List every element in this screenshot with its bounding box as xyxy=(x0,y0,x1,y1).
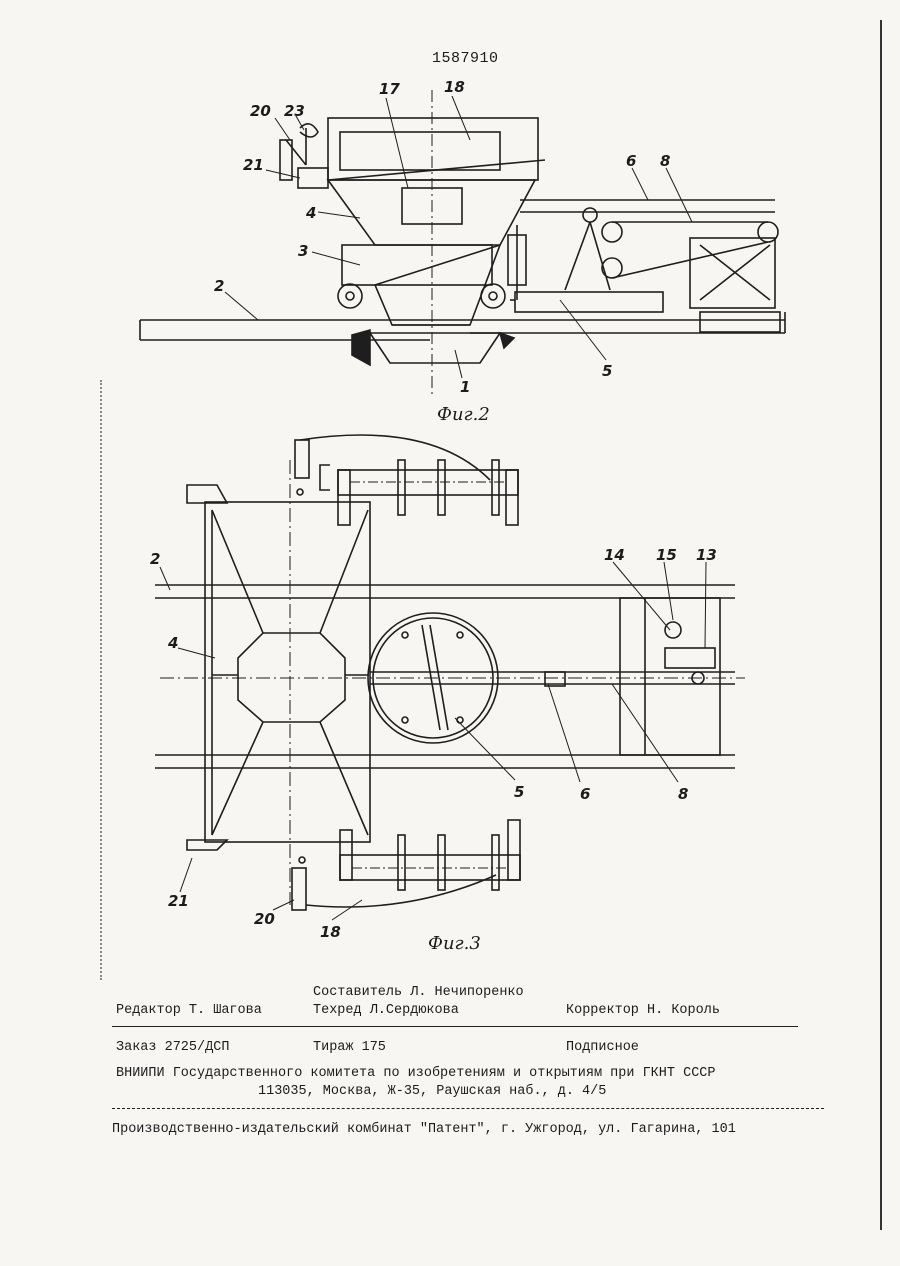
imprint-address: 113035, Москва, Ж-35, Раушская наб., д. … xyxy=(258,1084,606,1099)
fig3-label: 5 xyxy=(514,783,524,801)
fig2-label: 1 xyxy=(460,378,470,396)
fig3-label: 15 xyxy=(656,546,677,564)
divider-dashed xyxy=(112,1108,824,1109)
imprint-subscription: Подписное xyxy=(566,1040,639,1055)
fig2-label: 3 xyxy=(298,242,308,260)
imprint-techred: Техред Л.Сердюкова xyxy=(313,1003,459,1018)
fig2-label: 4 xyxy=(306,204,316,222)
fig3-caption: Фиг.3 xyxy=(428,933,481,954)
fig2-label: 8 xyxy=(660,152,670,170)
fig2-label: 6 xyxy=(626,152,636,170)
fig3-label: 18 xyxy=(320,923,341,941)
fig2-label: 5 xyxy=(602,362,612,380)
fig2-label: 18 xyxy=(444,78,465,96)
imprint-institute: ВНИИПИ Государственного комитета по изоб… xyxy=(116,1066,716,1081)
fig3-label: 6 xyxy=(580,785,590,803)
fig2-label: 2 xyxy=(214,277,224,295)
divider-line xyxy=(112,1026,798,1027)
fig3-label: 8 xyxy=(678,785,688,803)
fig3-label: 21 xyxy=(168,892,189,910)
fig2-caption: Фиг.2 xyxy=(437,404,490,425)
fig3-label: 20 xyxy=(254,910,275,928)
imprint-order: Заказ 2725/ДСП xyxy=(116,1040,229,1055)
fig2-label: 20 xyxy=(250,102,271,120)
fig3-label: 4 xyxy=(168,634,178,652)
fig2-drawing xyxy=(140,90,785,395)
fig3-label: 14 xyxy=(604,546,625,564)
fig2-label: 17 xyxy=(379,80,400,98)
fig2-label: 23 xyxy=(284,102,305,120)
fig3-label: 13 xyxy=(696,546,717,564)
technical-drawing xyxy=(0,0,900,960)
imprint-corrector: Корректор Н. Король xyxy=(566,1003,720,1018)
fig2-label: 21 xyxy=(243,156,264,174)
fig3-drawing xyxy=(155,435,745,920)
fig3-label: 2 xyxy=(150,550,160,568)
imprint-compiler: Составитель Л. Нечипоренко xyxy=(313,985,524,1000)
imprint-editor: Редактор Т. Шагова xyxy=(116,1003,262,1018)
imprint-publisher: Производственно-издательский комбинат "П… xyxy=(112,1122,736,1137)
imprint-circulation: Тираж 175 xyxy=(313,1040,386,1055)
